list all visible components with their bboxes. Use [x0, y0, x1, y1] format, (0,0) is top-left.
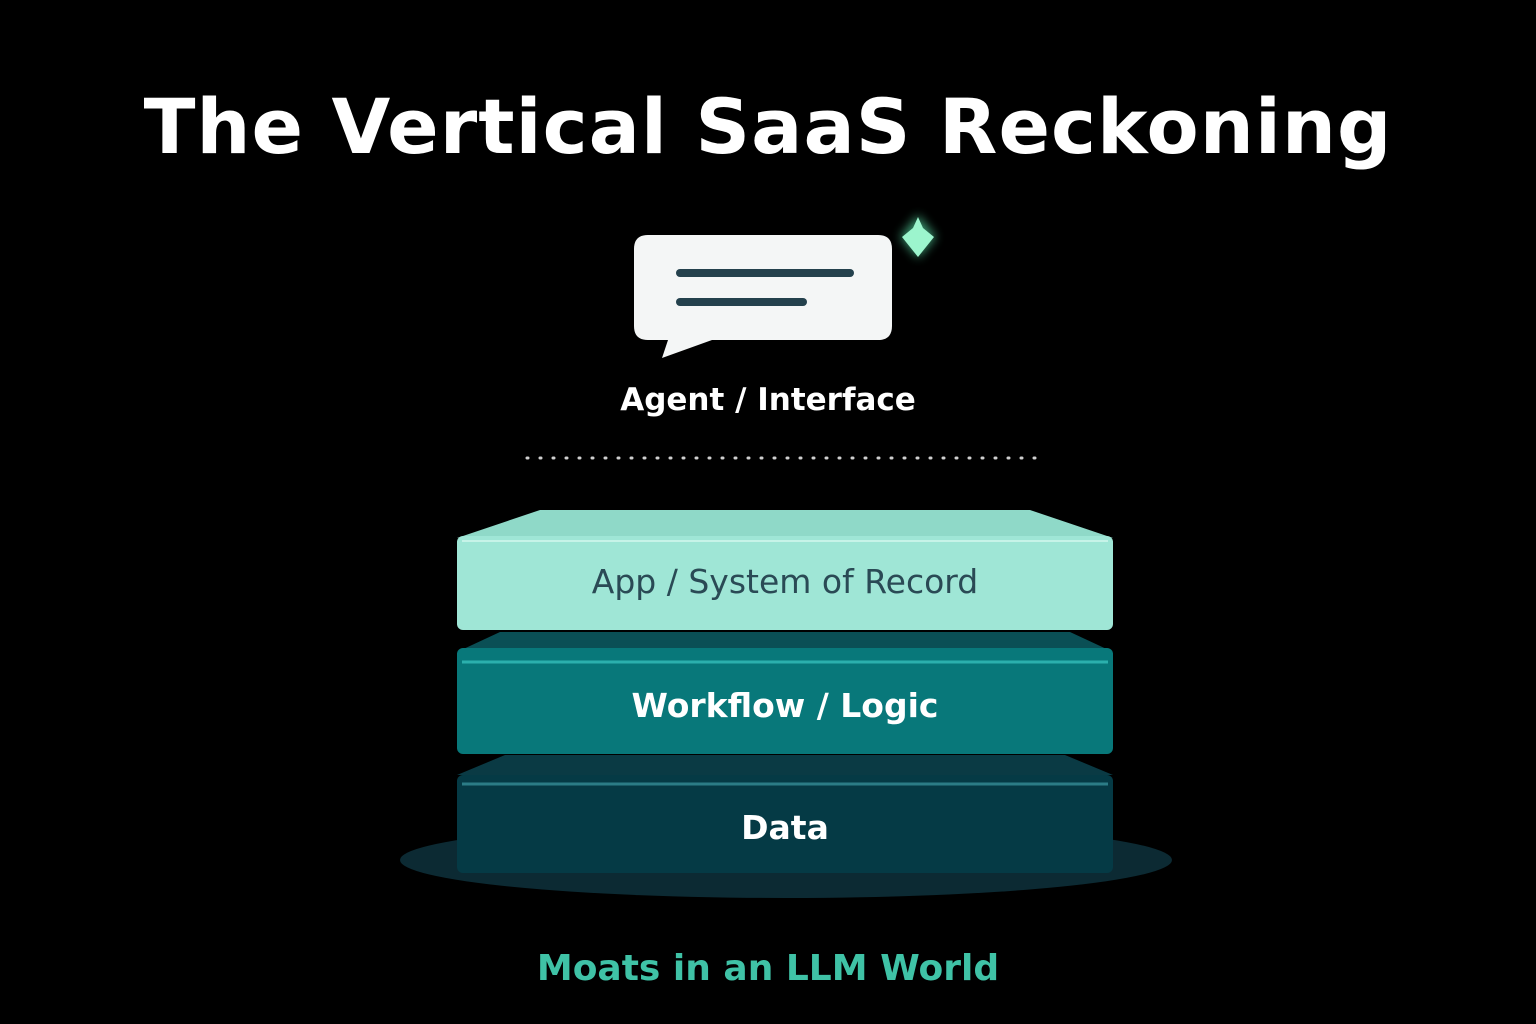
layer-workflow-label: Workflow / Logic [631, 686, 939, 725]
sparkle-icon [900, 215, 936, 258]
layer-app-slab [457, 510, 1113, 630]
layer-data-label: Data [741, 808, 829, 847]
layer-app-label: App / System of Record [591, 562, 979, 601]
layer-data-slab [457, 755, 1113, 873]
footer-subtitle: Moats in an LLM World [536, 948, 1000, 989]
layer-workflow-slab [457, 632, 1113, 754]
page-title: The Vertical SaaS Reckoning [143, 82, 1393, 171]
agent-interface-label: Agent / Interface [620, 382, 916, 418]
chat-bubble-icon [634, 235, 892, 358]
